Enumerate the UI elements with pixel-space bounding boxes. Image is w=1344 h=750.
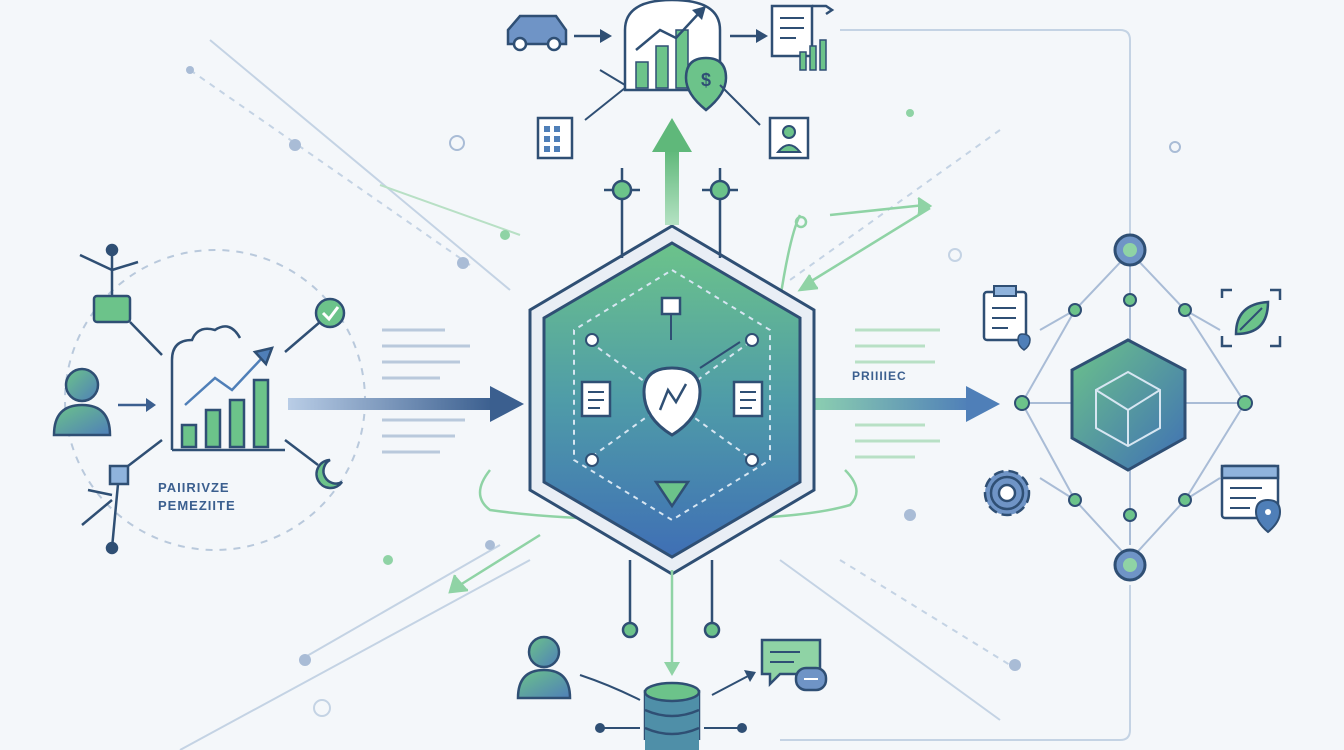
check-circle-icon [284, 297, 346, 353]
growth-chart-icon [623, 0, 722, 92]
left-cluster-label-line2: PEMEZIITE [158, 498, 236, 513]
left-text-lines [382, 328, 470, 454]
clipboard-icon [982, 285, 1031, 351]
top-cluster: $ [506, 0, 835, 160]
bar-chart-icon [170, 325, 285, 452]
dollar-pin-icon: $ [684, 56, 728, 112]
pen-shield-icon [642, 366, 702, 437]
spreadsheet-icon [536, 116, 574, 160]
gear-icon [983, 469, 1031, 517]
hub-down-arrow [664, 570, 680, 676]
node-tree-icon [81, 439, 163, 555]
moon-icon [284, 439, 344, 490]
report-icon [730, 4, 835, 71]
right-cluster [982, 233, 1282, 582]
right-text-lines [855, 328, 940, 459]
calendar-location-icon [1220, 464, 1282, 534]
user-icon [516, 635, 641, 701]
triangle-icon [653, 480, 691, 509]
input-arrow [288, 386, 524, 422]
background-lines [179, 29, 1131, 750]
flag-icon [660, 296, 682, 340]
profile-card-icon [768, 116, 810, 160]
svg-text:$: $ [701, 70, 711, 90]
left-cluster: PAIIRIVZE PEMEZIITE [52, 243, 366, 555]
left-cluster-label-line1: PAIIRIVZE [158, 480, 230, 495]
car-icon [506, 14, 612, 52]
user-icon [52, 367, 156, 437]
org-tree-icon [79, 243, 163, 356]
output-arrow: PRIIIIEC [805, 369, 1000, 422]
chat-bubble-icon [711, 638, 828, 696]
bottom-cluster [516, 635, 828, 750]
hub-bottom-connectors [621, 560, 721, 639]
hub-top-connectors [604, 168, 738, 258]
background-dots [186, 66, 1181, 717]
diagonal-arrows [448, 196, 933, 594]
document-icon [580, 380, 612, 418]
output-arrow-caption: PRIIIIEC [852, 369, 907, 383]
hex-cube-hub [528, 224, 816, 576]
cube-hub-icon [1070, 338, 1187, 472]
database-icon [595, 681, 747, 750]
hub-up-arrow [652, 118, 692, 225]
leaf-frame-icon [1220, 288, 1282, 348]
document-icon [732, 380, 764, 418]
